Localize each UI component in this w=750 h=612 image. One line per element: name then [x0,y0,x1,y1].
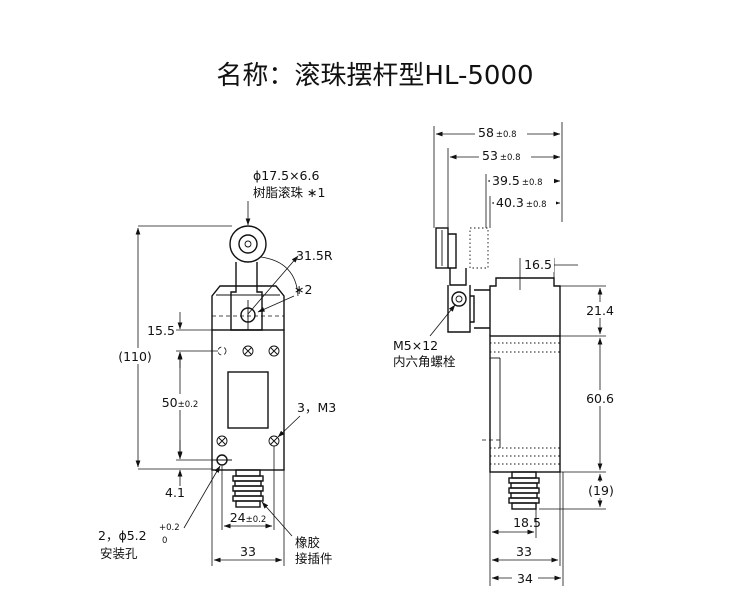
dim-53: 53 [482,148,498,163]
cover-screws [216,345,280,447]
dim-16-5-bg [522,256,554,272]
bolt-label-1: M5×12 [393,338,438,353]
side-view: 58±0.8 53±0.8 39.5±0.8 40.3±0.8 16.5 21.… [393,122,620,587]
side-roller [435,227,449,269]
side-body [489,335,561,473]
dim-16-5: 16.5 [524,257,552,272]
dim-40-3-tol: ±0.8 [526,200,547,210]
dim-53-label: 53±0.8 [482,148,521,163]
dim-39-5-tol: ±0.8 [522,178,543,188]
hole-prefix: 2，ϕ5.2 [98,528,147,543]
dim-40-3-bg [494,193,556,209]
rubber-label-2: 接插件 [295,551,333,566]
dim-60-6-bg [582,390,618,406]
dim-60-6: 60.6 [586,391,614,406]
dim-33-side: 33 [516,544,532,559]
dim-58-label: 58±0.8 [478,125,517,140]
note-2: ∗2 [294,282,312,297]
dim-18-5: 18.5 [513,515,541,530]
dim-21-4-bg [582,302,618,318]
dim-40-3-label: 40.3±0.8 [496,195,546,210]
rubber-label-1: 橡胶 [295,535,320,550]
radius-arc [260,256,299,297]
dim-40-3: 40.3 [496,195,524,210]
front-view: (110) 15.5 50±0.2 4.1 ϕ17.5×6.6 树脂滚珠 ∗1 … [98,168,336,566]
hole-tol-lower: 0 [162,536,167,546]
screw-leader [277,415,301,438]
dim-110: (110) [118,349,152,364]
dim-50: 50 [162,395,178,410]
hole-tol-upper: +0.2 [159,523,180,533]
dim-53-bg [479,147,531,163]
switch-head [211,285,285,330]
dim-33-front: 33 [240,544,256,559]
dim-24-tol: ±0.2 [246,515,267,525]
dim-21-4: 21.4 [586,303,614,318]
side-roller-hub [448,233,457,269]
roller-axle [244,240,252,248]
roller-note: 树脂滚珠 ∗1 [253,185,325,200]
mount-hole-top [217,346,227,356]
drawing-title: 名称：滚珠摆杆型HL-5000 [216,61,533,91]
dim-110-bg [112,348,158,364]
hole-label: 安装孔 [100,546,138,561]
side-roller-alt [469,227,489,269]
bolt-socket [455,295,463,303]
lever-bracket [447,285,471,333]
body-window [227,371,269,429]
bolt-head [451,291,467,307]
hole-dim-label: 2，ϕ5.2 [98,528,147,543]
screw-label: 3，M3 [297,400,336,415]
side-lever [435,227,489,333]
dim-53-tol: ±0.8 [500,153,521,163]
dim-34: 34 [517,571,533,586]
dim-15-5: 15.5 [147,323,175,338]
side-head [489,277,561,336]
dim-39-5: 39.5 [492,173,520,188]
dim-50-tol: ±0.2 [178,400,199,410]
lever-arm [230,262,263,331]
radius-leader [247,255,299,315]
note-2-leader [257,295,295,313]
roller-inner [238,234,258,254]
lever-link [449,268,467,286]
roller-size: ϕ17.5×6.6 [253,168,319,183]
side-rubber-connector [508,471,540,510]
dim-24-label: 24±0.2 [230,510,267,525]
dim-34-bg [512,571,538,587]
shaft-collar [470,295,475,323]
dim-58-bg [475,124,527,140]
dim-19: (19) [588,483,614,498]
dim-50-bg [158,394,202,410]
bolt-leader [429,304,456,337]
dim-39-5-label: 39.5±0.8 [492,173,542,188]
dim-50-label: 50±0.2 [162,395,199,410]
dim-39-5-bg [490,171,554,187]
dim-58: 58 [478,125,494,140]
radius-label: 31.5R [296,248,333,263]
roller-outer [229,225,267,263]
bolt-label-2: 内六角螺栓 [393,354,456,369]
rubber-connector [232,469,264,508]
dim-24: 24 [230,510,246,525]
side-head-link [474,289,490,329]
dim-19-bg [582,482,620,498]
dim-4-1: 4.1 [165,485,185,500]
dim-58-tol: ±0.8 [496,130,517,140]
roller-lever [229,225,267,331]
rubber-leader [261,501,293,537]
hole-leader [183,465,221,529]
